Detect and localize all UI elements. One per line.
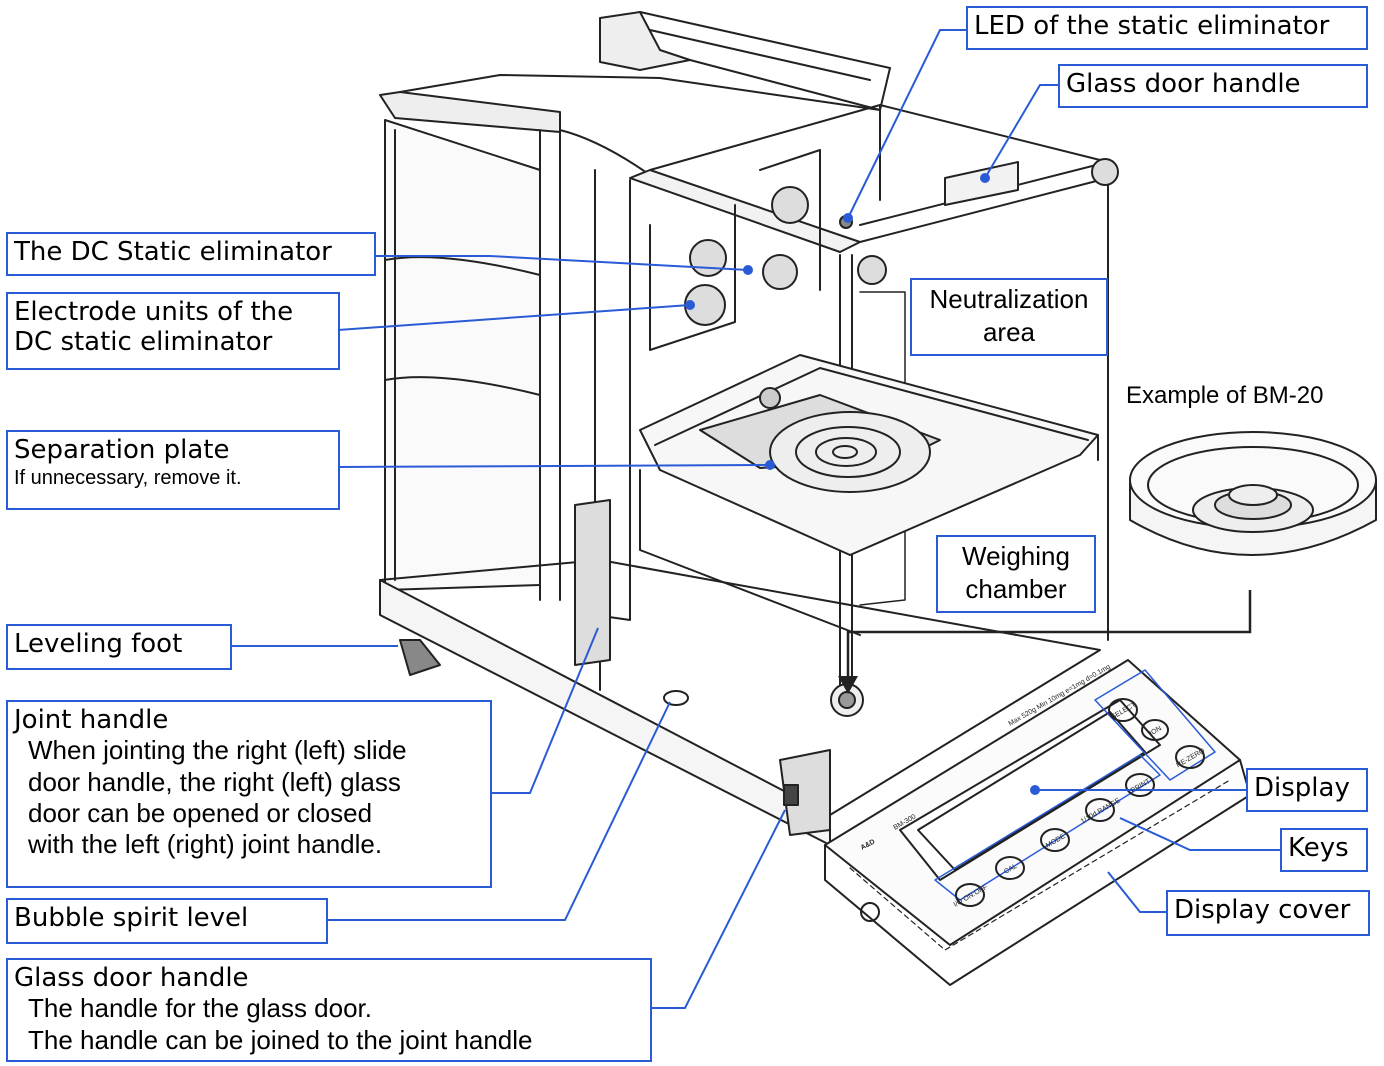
separation-plate — [639, 354, 1099, 636]
caption-bm20: Example of BM-20 — [1126, 382, 1324, 409]
label-display: Display — [1246, 768, 1368, 812]
leader-joint — [490, 627, 599, 794]
label-leveling-foot: Leveling foot — [6, 624, 232, 670]
leader-dots — [685, 173, 1040, 795]
label-dc-static: The DC Static eliminator — [6, 232, 376, 276]
bm20-bowl — [1129, 431, 1377, 556]
label-glass-door-handle-top: Glass door handle — [1058, 64, 1368, 108]
leader-electrode — [337, 304, 691, 331]
label-display-cover: Display cover — [1166, 890, 1370, 936]
leader-glass-bottom — [650, 809, 786, 1009]
bowl-arrow-head — [838, 676, 858, 694]
label-bubble-level: Bubble spirit level — [6, 898, 328, 944]
label-led: LED of the static eliminator — [966, 6, 1368, 50]
leader-dc — [375, 255, 749, 271]
leader-led — [847, 29, 972, 219]
leader-keys — [1119, 817, 1282, 851]
leader-glass-top — [984, 84, 1060, 179]
label-keys: Keys — [1280, 828, 1368, 872]
rear-wall — [384, 119, 651, 621]
leader-lines — [230, 29, 1282, 1009]
top-rail — [379, 11, 891, 133]
leader-bubble — [325, 701, 671, 921]
leader-separation — [337, 464, 771, 468]
bowl-arrow-line — [846, 590, 1252, 685]
leader-display-cover — [1107, 871, 1168, 913]
